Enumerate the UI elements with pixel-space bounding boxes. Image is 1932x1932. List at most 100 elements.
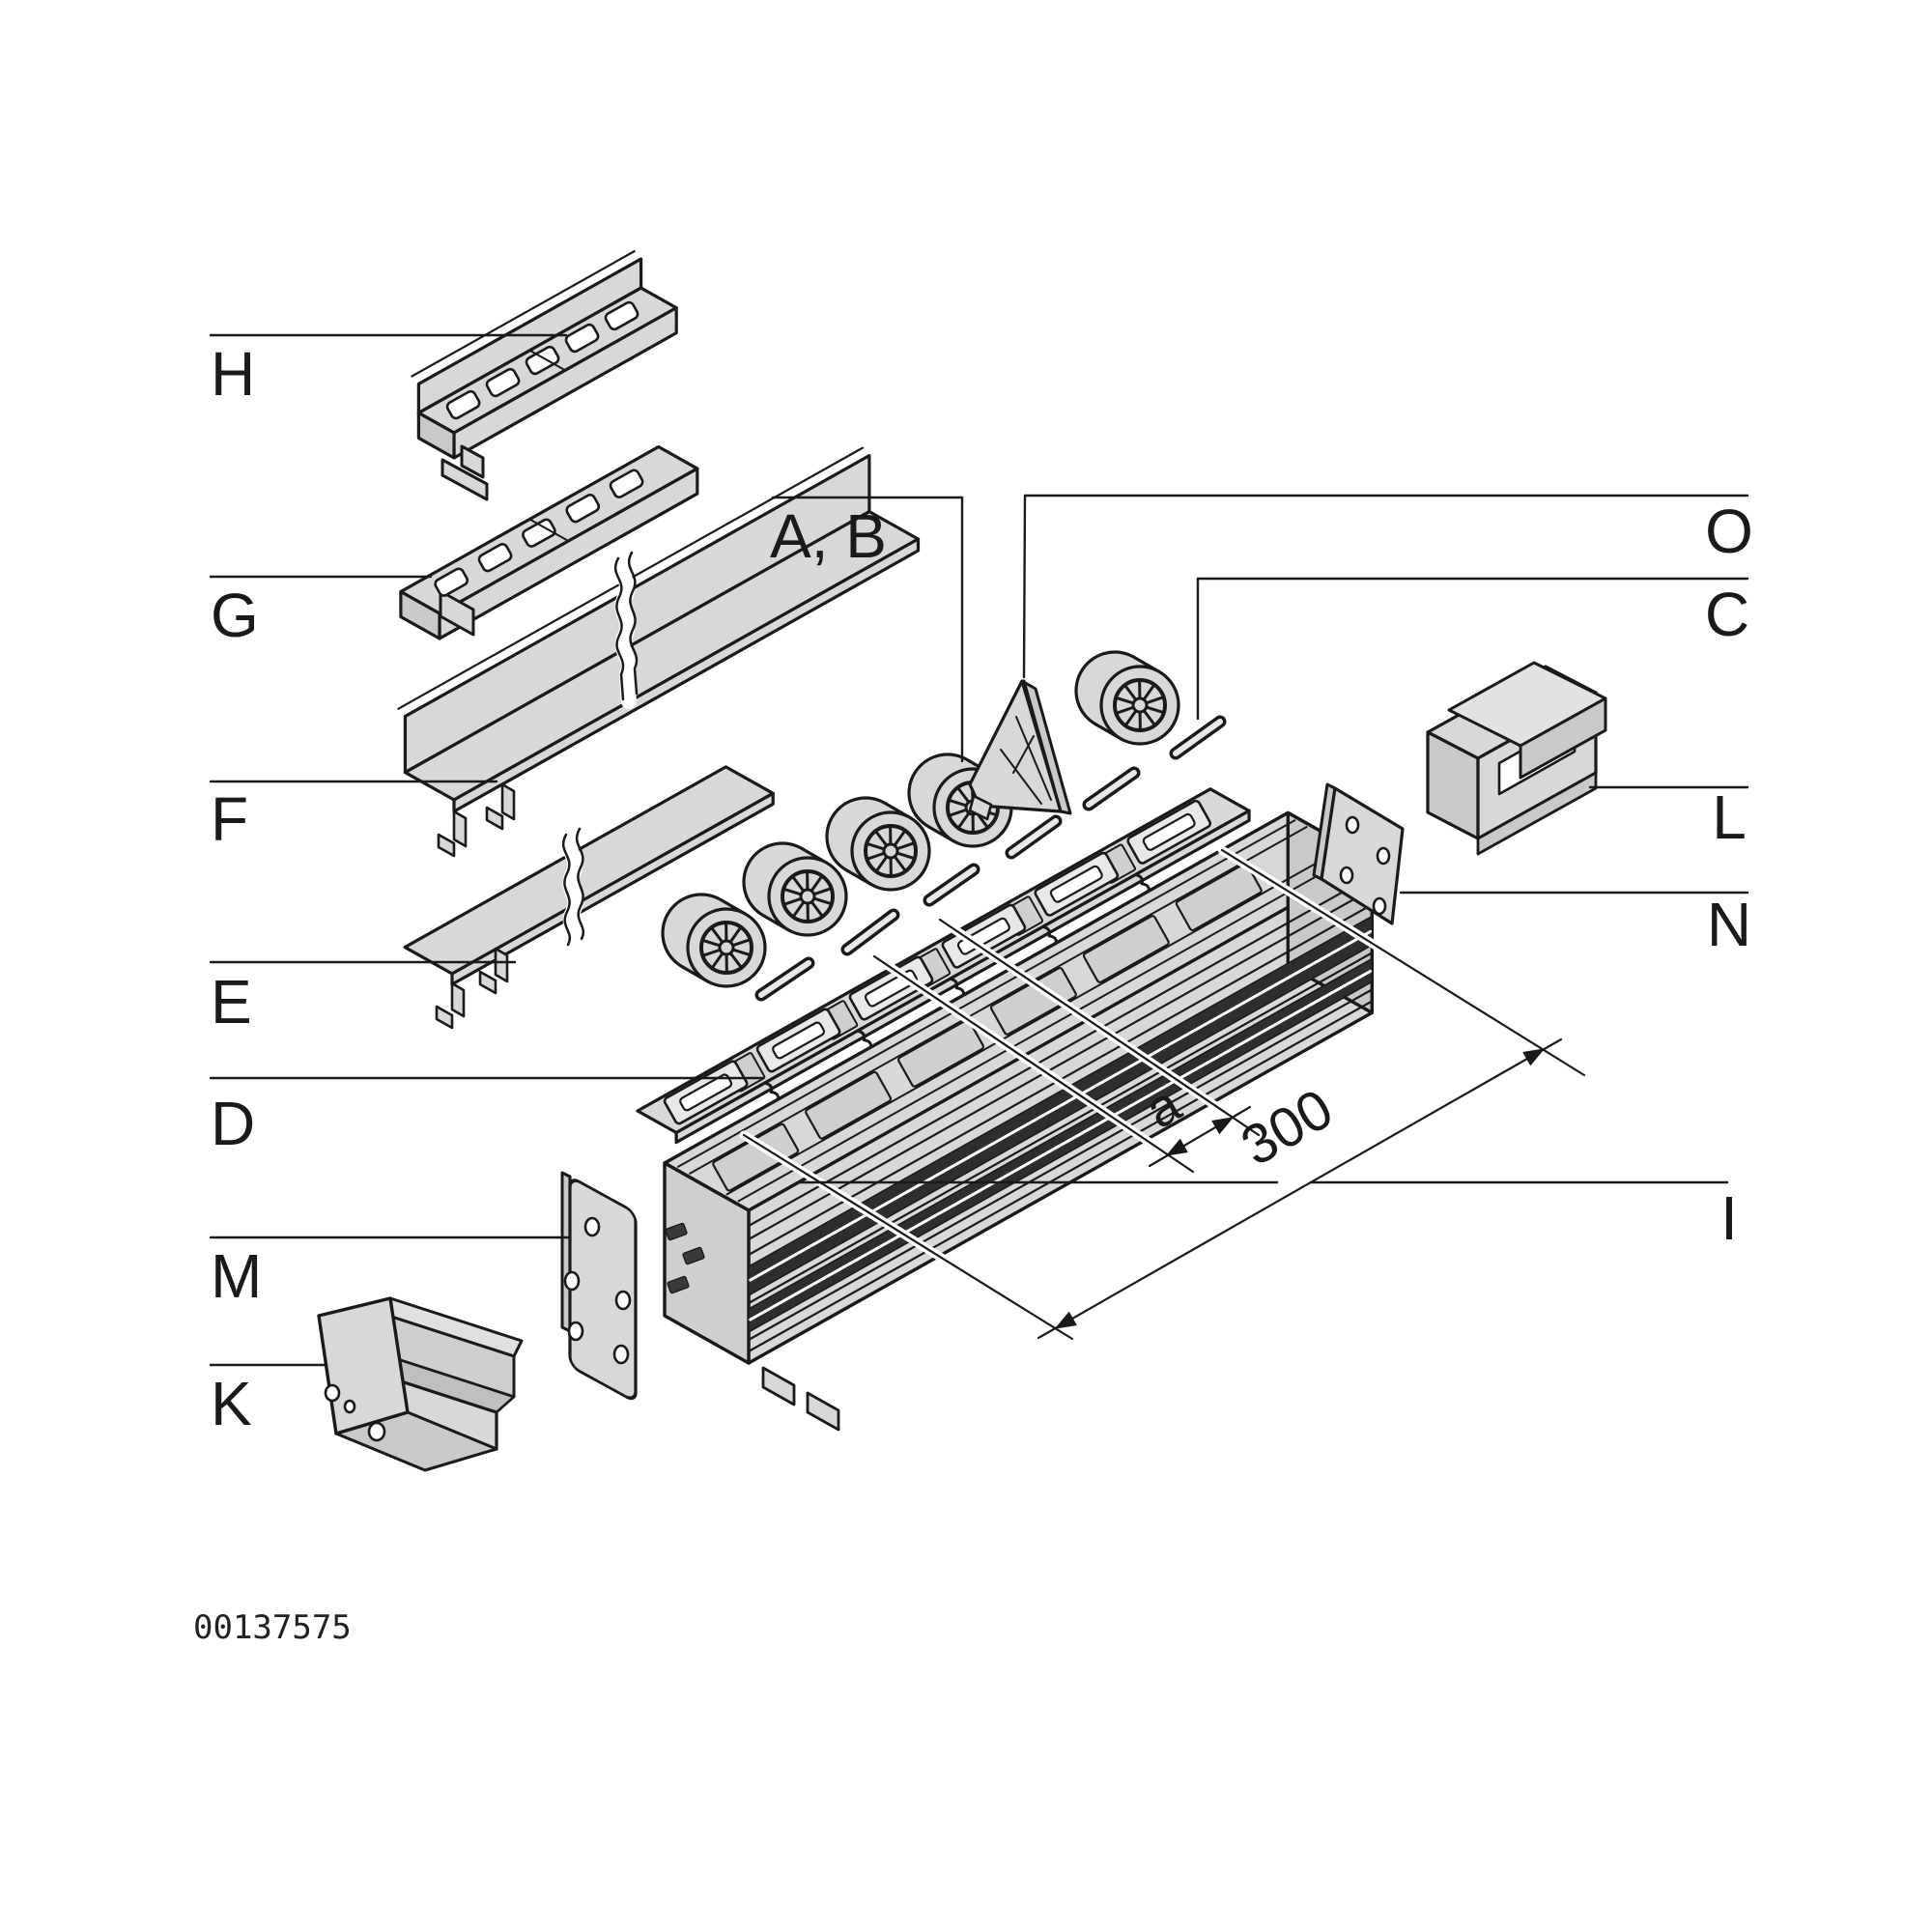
hook1-curl — [437, 833, 456, 858]
top-groove — [676, 819, 1296, 1168]
pin-body — [926, 867, 977, 903]
top-pad — [712, 1122, 800, 1192]
break-gap — [613, 551, 637, 709]
section-mark — [665, 1222, 688, 1241]
spoke — [875, 855, 889, 872]
part-g-clamping-strip-lower — [399, 444, 699, 640]
band-highlight — [749, 929, 1373, 1282]
slot — [445, 389, 481, 420]
hub — [799, 888, 816, 905]
break-line-2 — [627, 551, 639, 696]
spoke — [710, 926, 724, 944]
clip-mark — [1135, 873, 1151, 895]
length-dimension-line — [1037, 1037, 1563, 1340]
pin-body — [1173, 719, 1223, 756]
end-face — [399, 589, 441, 640]
line — [411, 250, 636, 378]
plate-face — [568, 1179, 638, 1401]
spoke — [810, 875, 823, 893]
pin-body — [1086, 770, 1137, 808]
screw-hole — [324, 1383, 341, 1403]
foot-tab — [968, 794, 993, 821]
clip-mark — [950, 978, 965, 999]
part-h-clamping-strip-upper — [411, 250, 678, 501]
front-edge — [452, 537, 921, 813]
break-line-1 — [613, 556, 625, 701]
spoke — [728, 952, 743, 969]
part-c-axle-pin-1 — [754, 956, 815, 1002]
spoke — [711, 952, 724, 969]
spoke — [701, 939, 722, 948]
spoke — [948, 808, 968, 817]
spoke — [792, 900, 806, 918]
label-c: C — [1705, 580, 1749, 649]
screw-hole — [1372, 896, 1387, 916]
spoke — [791, 875, 806, 893]
label-i: I — [1720, 1183, 1738, 1253]
part-c-axle-pin-4 — [1005, 814, 1063, 860]
label-d: D — [211, 1089, 255, 1158]
part-c-axle-pin-3 — [923, 863, 980, 907]
spoke — [895, 841, 916, 851]
spoke — [957, 811, 971, 829]
part-c-axle-pin-2 — [840, 908, 900, 956]
dimension-labels: a 300 — [1136, 1074, 1343, 1178]
front-groove — [749, 989, 1372, 1341]
top-groove — [737, 853, 1357, 1203]
seam — [528, 518, 570, 543]
spoke — [731, 938, 752, 948]
screw-hole — [1339, 866, 1354, 885]
spoke — [812, 896, 833, 905]
part-k-end-cap — [317, 1296, 524, 1472]
a-arrow-left — [1166, 1139, 1188, 1156]
length-extension-line — [742, 1133, 1074, 1341]
slot — [477, 543, 513, 573]
break-gap — [561, 827, 583, 954]
assembly-parts — [317, 250, 1607, 1472]
hook2 — [500, 782, 516, 821]
part-o-wedge-bracket — [968, 679, 1072, 821]
cap-flap-front — [1519, 696, 1607, 780]
band-highlight — [749, 969, 1373, 1321]
spoke — [866, 851, 886, 861]
label-m: M — [211, 1241, 262, 1311]
spoke — [1115, 705, 1135, 715]
callout-leaders — [209, 333, 1749, 1367]
a-extension-line — [938, 918, 1261, 1137]
spoke — [1145, 696, 1165, 705]
spoke — [893, 855, 907, 872]
clip-mark — [1042, 925, 1058, 947]
frame-slot — [772, 1021, 826, 1060]
hub — [718, 939, 735, 956]
foot — [806, 1391, 840, 1432]
screw-hole — [612, 1344, 630, 1365]
truss — [1015, 716, 1052, 801]
pin-body — [1009, 818, 1059, 856]
callout-labels: H G F E D M K A, B O C L N I — [211, 339, 1753, 1438]
part-l-end-cap — [1426, 661, 1607, 856]
top-pad — [897, 1018, 984, 1088]
label-k: K — [211, 1369, 252, 1438]
label-e: E — [211, 967, 252, 1037]
top-pad — [805, 1070, 893, 1140]
part-a-roller-1 — [661, 893, 767, 988]
label-g: G — [211, 581, 259, 650]
slot — [609, 469, 644, 498]
hub — [1131, 696, 1149, 714]
length-arrow-right — [1522, 1048, 1545, 1065]
slot — [525, 345, 560, 376]
clip-mark — [764, 1082, 781, 1103]
front-edge — [674, 809, 1251, 1145]
front-groove — [749, 1001, 1372, 1352]
part-n-end-plate — [1312, 782, 1405, 925]
hook1 — [452, 810, 468, 848]
top-pad — [1082, 915, 1170, 983]
spoke — [782, 896, 803, 906]
truss — [1012, 735, 1035, 774]
hole-face — [317, 1296, 410, 1435]
part-e-cover-profile — [403, 765, 775, 1030]
frame-slot — [1049, 865, 1103, 903]
foot — [761, 1366, 796, 1406]
pin-body — [758, 960, 811, 998]
slot — [564, 323, 600, 354]
